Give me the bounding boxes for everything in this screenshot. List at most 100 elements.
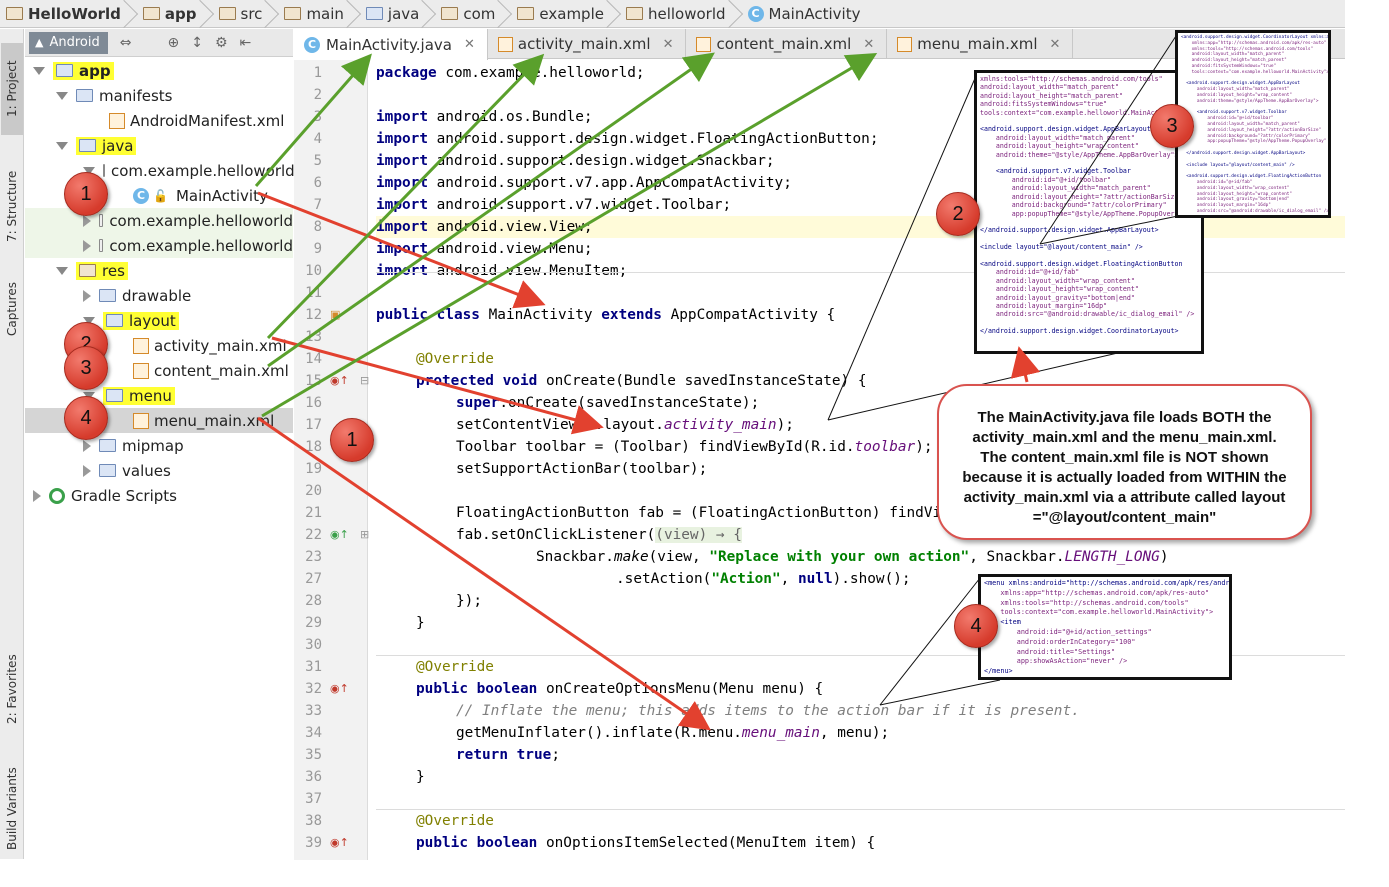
xml-line: android:layout_height="match_parent" bbox=[1181, 58, 1287, 64]
tree-item-app[interactable]: app bbox=[25, 58, 293, 83]
close-icon[interactable]: ✕ bbox=[1049, 36, 1061, 52]
xml-line: android:background="?attr/colorPrimary" bbox=[1181, 133, 1311, 139]
fold-icon[interactable]: ⊟ bbox=[360, 374, 370, 387]
tree-item-gradle[interactable]: Gradle Scripts bbox=[25, 483, 293, 508]
code-line: }); bbox=[456, 590, 482, 612]
code-line: getMenuInflater().inflate(R.menu.menu_ma… bbox=[456, 722, 889, 744]
tree-item-layout[interactable]: layout bbox=[25, 308, 293, 333]
xml-line: android:src="@android:drawable/ic_dialog… bbox=[980, 310, 1195, 319]
tree-item-package[interactable]: com.example.helloworld bbox=[25, 158, 295, 183]
token: import bbox=[376, 153, 428, 169]
token: android.view.View; bbox=[427, 219, 593, 235]
breadcrumb-label: example bbox=[539, 4, 604, 23]
tree-item-androidmanifest[interactable]: AndroidManifest.xml bbox=[25, 108, 293, 133]
folder-icon bbox=[517, 7, 535, 20]
tree-item-menu[interactable]: menu bbox=[25, 383, 293, 408]
override-gutter-icon[interactable]: ◉↑ bbox=[330, 836, 349, 849]
package-icon bbox=[99, 214, 104, 227]
badge-1: 1 bbox=[64, 172, 108, 216]
menu-main-xml-screenshot: <menu xmlns:android="http://schemas.andr… bbox=[978, 574, 1232, 680]
xml-line: <android.support.design.widget.FloatingA… bbox=[980, 259, 1183, 268]
xml-line: android:layout_margin="16dp" bbox=[980, 301, 1108, 310]
breadcrumb-src[interactable]: src bbox=[205, 0, 271, 28]
tree-item-java[interactable]: java bbox=[25, 133, 293, 158]
tab-activity-main-xml[interactable]: activity_main.xml✕ bbox=[488, 29, 687, 59]
tree-label: content_main.xml bbox=[154, 361, 289, 380]
tab-menu-main-xml[interactable]: menu_main.xml✕ bbox=[887, 29, 1074, 59]
close-icon[interactable]: ✕ bbox=[863, 36, 875, 52]
code-line: @Override bbox=[416, 656, 494, 678]
hide-icon[interactable]: ⇤ bbox=[239, 34, 252, 51]
collapse-icon[interactable]: ↕ bbox=[191, 34, 203, 51]
tree-item-manifests[interactable]: manifests bbox=[25, 83, 293, 108]
tab-favorites[interactable]: 2: Favorites bbox=[1, 639, 23, 739]
line-number: 9 bbox=[313, 241, 322, 257]
breadcrumb-helloworld[interactable]: HelloWorld bbox=[0, 0, 129, 28]
token: (view, bbox=[648, 549, 710, 565]
tree-label: activity_main.xml bbox=[154, 336, 287, 355]
tree-item-res[interactable]: res bbox=[25, 258, 293, 283]
tree-item-mainactivity[interactable]: C🔓MainActivity bbox=[25, 183, 293, 208]
tree-item-content-main[interactable]: content_main.xml bbox=[25, 358, 293, 383]
token: onOptionsItemSelected(MenuItem item) { bbox=[537, 835, 876, 851]
xml-line: tools:context="com.example.helloworld.Ma… bbox=[984, 608, 1214, 617]
close-icon[interactable]: ✕ bbox=[662, 36, 674, 52]
line-number: 33 bbox=[305, 703, 322, 719]
xml-line: xmlns:tools="http://schemas.android.com/… bbox=[984, 598, 1189, 607]
tree-label: menu bbox=[129, 386, 172, 405]
tab-captures[interactable]: Captures bbox=[1, 264, 23, 354]
lambda-gutter-icon[interactable]: ◉↑ bbox=[330, 528, 349, 541]
token: android.view.MenuItem; bbox=[427, 263, 628, 279]
line-number: 17 bbox=[305, 417, 322, 433]
code-line: fab.setOnClickListener((view) → { bbox=[456, 524, 742, 546]
line-number: 12 bbox=[305, 307, 322, 323]
tab-structure[interactable]: 7: Structure bbox=[1, 151, 23, 261]
close-icon[interactable]: ✕ bbox=[463, 37, 475, 52]
tab-content-main-xml[interactable]: content_main.xml✕ bbox=[686, 29, 888, 59]
breadcrumb-helloworld-pkg[interactable]: helloworld bbox=[612, 0, 734, 28]
breadcrumb-java[interactable]: java bbox=[352, 0, 427, 28]
tab-label: Captures bbox=[5, 282, 19, 336]
swap-icon[interactable]: ⇔ bbox=[119, 34, 132, 51]
tree-item-activity-main[interactable]: activity_main.xml bbox=[25, 333, 293, 358]
chevron-down-icon bbox=[83, 391, 95, 400]
line-number: 32 bbox=[305, 681, 322, 697]
gear-icon[interactable]: ⚙ bbox=[214, 34, 228, 51]
fold-icon[interactable]: ⊞ bbox=[360, 528, 370, 541]
tab-project[interactable]: 1: Project bbox=[1, 43, 23, 135]
token: LENGTH_LONG bbox=[1064, 549, 1160, 565]
tree-item-package-androidtest[interactable]: com.example.helloworld bbox=[25, 233, 293, 258]
line-number: 23 bbox=[305, 549, 322, 565]
locate-icon[interactable]: ⊕ bbox=[167, 34, 180, 51]
code-line: import android.os.Bundle; bbox=[376, 106, 593, 128]
line-number: 21 bbox=[305, 505, 322, 521]
breadcrumb-label: src bbox=[240, 4, 263, 23]
token: import bbox=[376, 131, 428, 147]
xml-line bbox=[980, 235, 1198, 243]
line-number: 31 bbox=[305, 659, 322, 675]
tree-item-mipmap[interactable]: mipmap bbox=[25, 433, 293, 458]
breadcrumb-main[interactable]: main bbox=[270, 0, 351, 28]
xml-line: android:layout_width="match_parent" bbox=[1181, 52, 1285, 58]
line-number: 8 bbox=[313, 219, 322, 235]
xml-file-icon bbox=[109, 112, 125, 129]
tree-item-package-test[interactable]: com.example.helloworld bbox=[25, 208, 293, 233]
override-gutter-icon[interactable]: ◉↑ bbox=[330, 682, 349, 695]
override-gutter-icon[interactable]: ◉↑ bbox=[330, 374, 349, 387]
layout-gutter-icon[interactable]: ▣ bbox=[330, 308, 341, 321]
line-number: 3 bbox=[313, 109, 322, 125]
breadcrumb-app[interactable]: app bbox=[129, 0, 205, 28]
xml-line: app:popupTheme="@style/AppTheme.PopupOve… bbox=[1181, 139, 1331, 145]
view-mode-select[interactable]: ▲Android bbox=[29, 31, 108, 54]
tree-item-drawable[interactable]: drawable bbox=[25, 283, 293, 308]
breadcrumb-example[interactable]: example bbox=[503, 0, 612, 28]
badge-2-inset: 2 bbox=[936, 192, 980, 236]
breadcrumb-com[interactable]: com bbox=[427, 0, 503, 28]
breadcrumb-label: main bbox=[306, 4, 344, 23]
tree-item-values[interactable]: values bbox=[25, 458, 293, 483]
layout-file-icon bbox=[133, 362, 149, 379]
xml-line: </android.support.design.widget.AppBarLa… bbox=[980, 226, 1159, 235]
tab-build-variants[interactable]: Build Variants bbox=[1, 759, 23, 859]
